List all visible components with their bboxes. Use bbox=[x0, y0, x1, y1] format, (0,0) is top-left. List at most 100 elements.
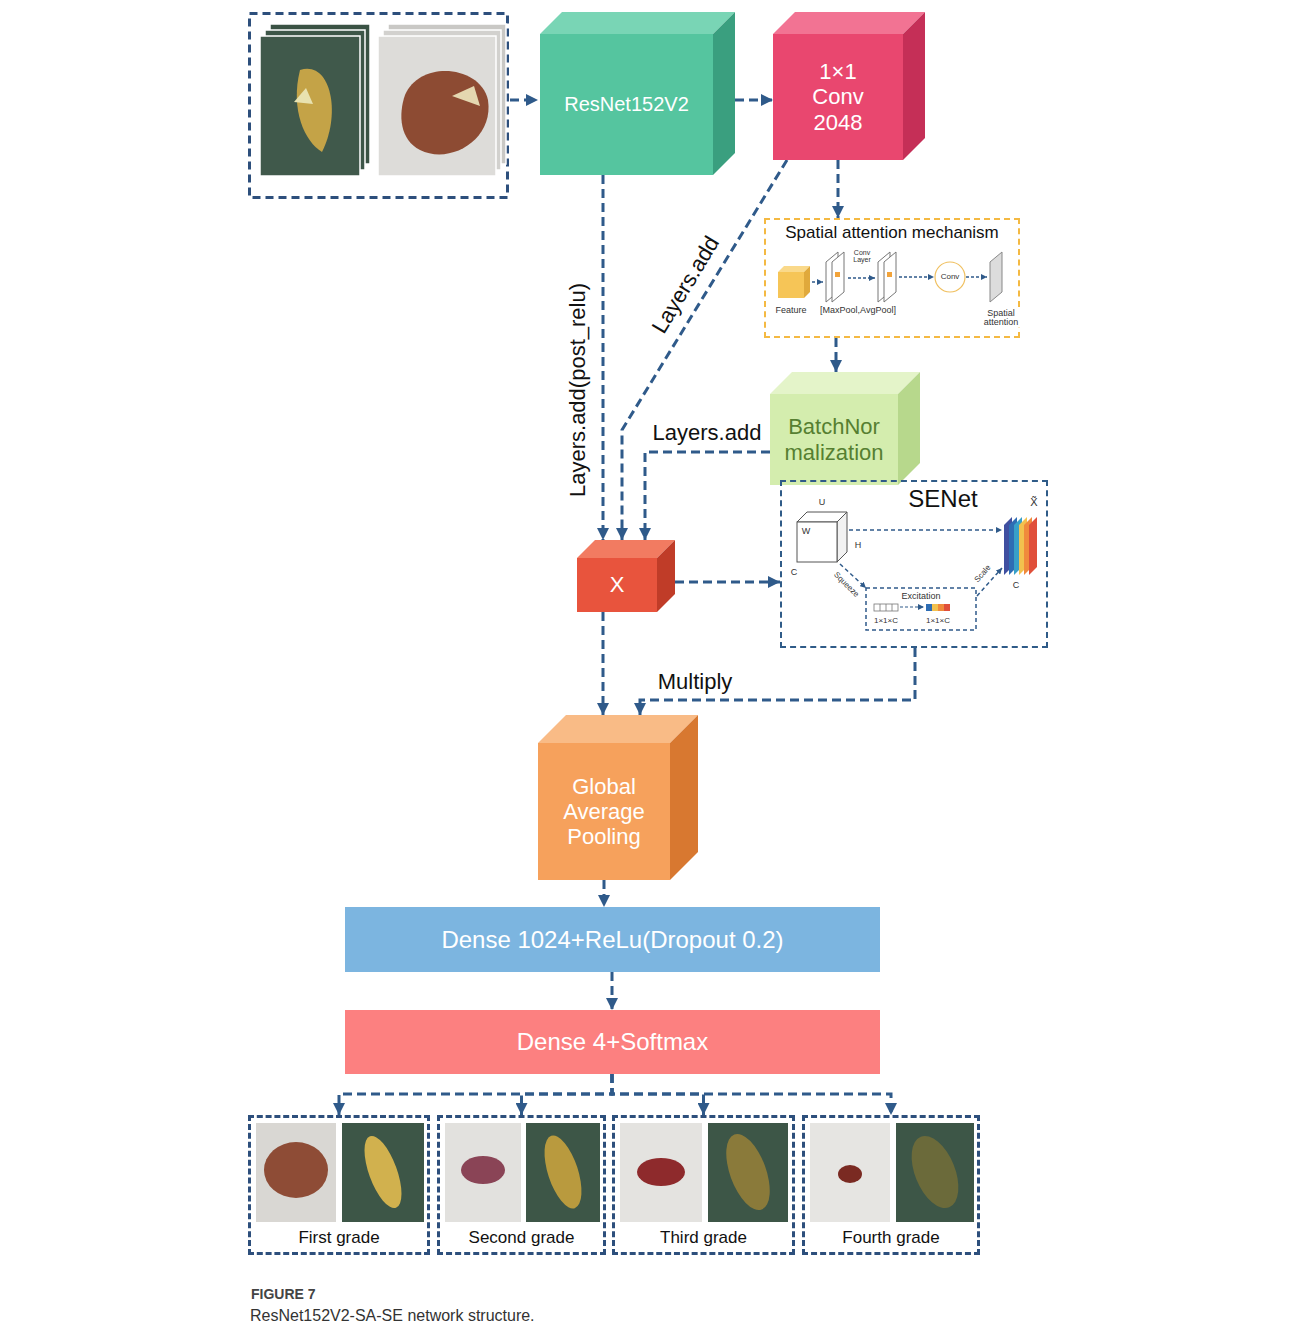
feature-cube-front bbox=[778, 272, 804, 298]
cube-side bbox=[903, 12, 925, 160]
figure-annotation: C bbox=[790, 568, 799, 577]
text-area: 1×1 Conv 2048 bbox=[773, 34, 903, 160]
grade-panel: Second grade bbox=[437, 1115, 606, 1255]
figure-annotation: H bbox=[854, 541, 863, 550]
figure-caption: ResNet152V2-SA-SE network structure. bbox=[250, 1308, 535, 1325]
cube-front bbox=[770, 394, 898, 485]
text-area: Third grade bbox=[615, 1118, 792, 1252]
kernel bbox=[717, 1128, 778, 1215]
figure-annotation: X̃ bbox=[1029, 497, 1038, 509]
photo-layer bbox=[260, 36, 360, 176]
text-area: BatchNor malization bbox=[770, 394, 898, 485]
kernel-photo bbox=[297, 69, 332, 152]
flow-arrow bbox=[622, 160, 787, 540]
flow-arrow bbox=[339, 1074, 612, 1115]
pecan bbox=[637, 1158, 685, 1186]
pecan-photo bbox=[445, 1123, 521, 1222]
kernel bbox=[902, 1129, 968, 1214]
figure-annotation: Spatial attention bbox=[975, 309, 1027, 328]
u-cube-side bbox=[837, 512, 847, 562]
kernel-photo bbox=[294, 88, 313, 104]
figure-annotation: Excitation bbox=[900, 592, 941, 601]
edge-label: Layers.add(post_relu) bbox=[565, 280, 591, 500]
cube-front bbox=[773, 34, 903, 160]
node-label: SENet bbox=[908, 485, 977, 513]
kernel-photo bbox=[526, 1123, 600, 1222]
feature-cube: X bbox=[577, 540, 675, 612]
node-label: Dense 4+Softmax bbox=[517, 1028, 708, 1056]
flow-arrow bbox=[675, 581, 780, 584]
vector-cell bbox=[892, 604, 893, 611]
node-label: Second grade bbox=[469, 1228, 575, 1248]
figure-annotation: C bbox=[1012, 581, 1021, 590]
squeeze-vector bbox=[874, 604, 898, 611]
cube-side bbox=[657, 540, 675, 612]
kernel-square bbox=[835, 272, 840, 277]
figure-annotation: Feature bbox=[774, 306, 807, 315]
flow-arrow bbox=[835, 338, 838, 372]
grade-panel: Third grade bbox=[612, 1115, 795, 1255]
conv-circle bbox=[935, 262, 965, 292]
input-frame bbox=[250, 14, 508, 198]
dense-bar: Dense 1024+ReLu(Dropout 0.2) bbox=[345, 907, 880, 972]
text-area: First grade bbox=[251, 1118, 427, 1252]
pooling-cube: Global Average Pooling bbox=[538, 715, 698, 880]
edge-label: Layers.add bbox=[645, 229, 727, 341]
weight-cell bbox=[926, 604, 932, 611]
flow-arrow bbox=[837, 160, 840, 218]
kernel bbox=[537, 1131, 589, 1213]
figure-annotation: Conv bbox=[940, 273, 961, 281]
grade-panel: Fourth grade bbox=[802, 1115, 980, 1255]
flow-arrow bbox=[735, 99, 773, 102]
node-label: Dense 1024+ReLu(Dropout 0.2) bbox=[441, 926, 783, 954]
flow-arrow bbox=[602, 612, 605, 715]
cube-front bbox=[538, 743, 670, 880]
cube-side bbox=[713, 12, 735, 175]
text-area: Second grade bbox=[440, 1118, 603, 1252]
small-arrow bbox=[966, 276, 987, 278]
pecan bbox=[264, 1142, 328, 1198]
kernel-square bbox=[887, 272, 892, 277]
edge-label: Multiply bbox=[655, 669, 736, 695]
node-label: Third grade bbox=[660, 1228, 747, 1248]
pecan-photo bbox=[620, 1123, 702, 1222]
small-arrow bbox=[812, 281, 823, 283]
cube-side bbox=[898, 372, 920, 485]
backbone-cube: ResNet152V2 bbox=[540, 12, 735, 175]
figure-annotation: [MaxPool,AvgPool] bbox=[819, 306, 897, 315]
cube-top bbox=[770, 372, 920, 394]
pecan-photo bbox=[256, 1123, 336, 1222]
kernel-photo bbox=[708, 1123, 788, 1222]
pecan-photo bbox=[452, 86, 480, 106]
weight-cell bbox=[944, 604, 950, 611]
figure-annotation: Conv Layer bbox=[850, 249, 874, 264]
pool-plane bbox=[832, 252, 844, 302]
spatial-attention-figure bbox=[778, 252, 1002, 302]
cube-side bbox=[670, 715, 698, 880]
conv-cube: 1×1 Conv 2048 bbox=[773, 12, 925, 160]
figure-annotation: W bbox=[801, 527, 812, 536]
cube-top bbox=[538, 715, 698, 743]
node-label: X bbox=[610, 572, 625, 597]
edge-label: Layers.add bbox=[650, 420, 765, 446]
node-label: Spatial attention mechanism bbox=[785, 223, 999, 243]
cube-front bbox=[577, 558, 657, 612]
text-area: X bbox=[577, 558, 657, 612]
feature-cube-side bbox=[804, 266, 810, 298]
kernel bbox=[357, 1132, 409, 1213]
excitation-frame bbox=[866, 588, 976, 630]
text-area: Dense 1024+ReLu(Dropout 0.2) bbox=[345, 907, 880, 972]
photo-layer bbox=[378, 36, 496, 176]
pecan bbox=[838, 1165, 862, 1183]
flow-arrow bbox=[522, 1074, 613, 1115]
input-arrow bbox=[510, 99, 538, 102]
attention-map bbox=[990, 252, 1002, 302]
batchnorm-cube: BatchNor malization bbox=[770, 372, 920, 485]
kernel-photo bbox=[896, 1123, 974, 1222]
flow-arrow bbox=[603, 880, 606, 907]
cube-shape bbox=[577, 540, 675, 612]
small-arrow bbox=[900, 606, 924, 607]
flow-arrow bbox=[612, 1074, 891, 1115]
pecan-photo bbox=[810, 1123, 890, 1222]
